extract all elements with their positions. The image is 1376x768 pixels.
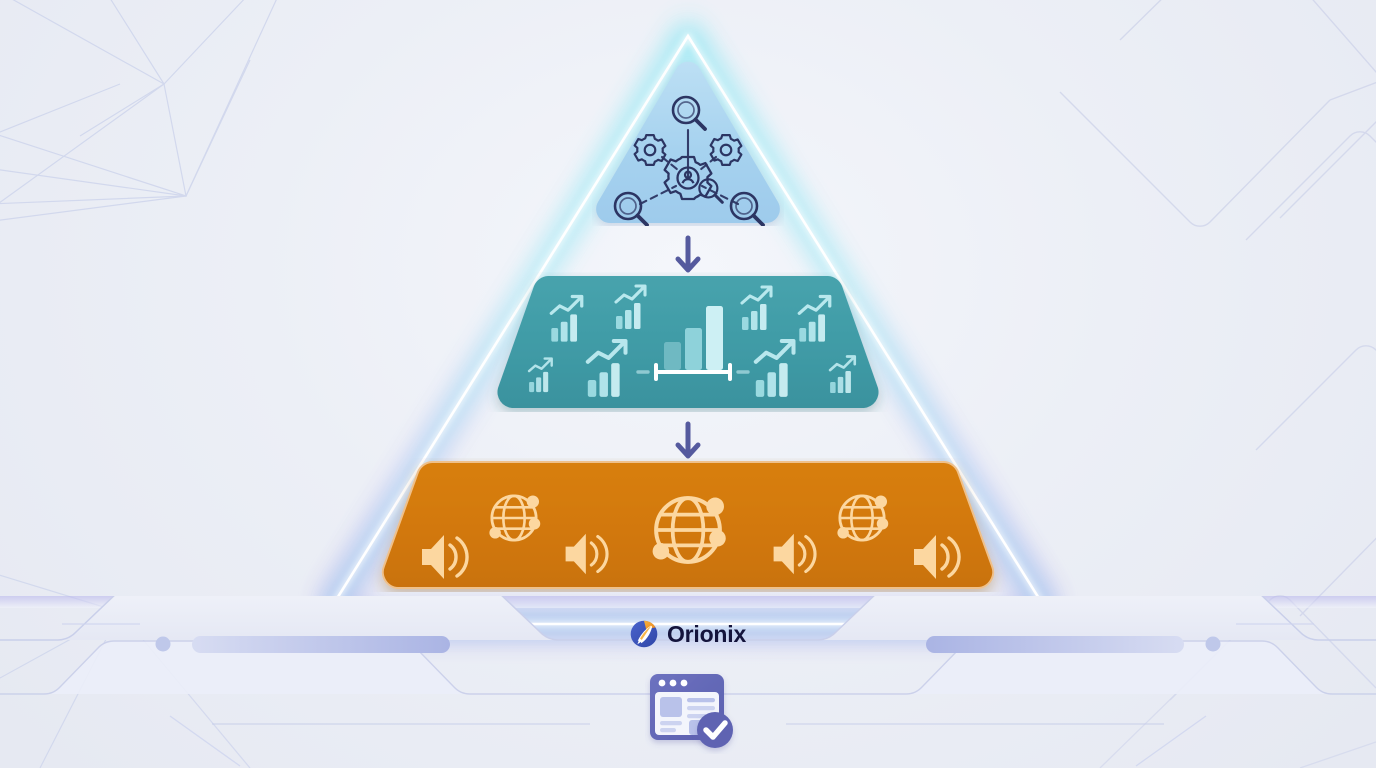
window-dot-icon: [680, 679, 688, 687]
gear-user-icon: [663, 155, 713, 201]
globe-network-icon: [653, 498, 726, 562]
magnifier-icon: [613, 191, 649, 226]
speaker-icon: [564, 532, 609, 576]
magnifier-icon: [671, 95, 707, 131]
status-dot-icon: [1205, 636, 1221, 652]
gear-icon: [709, 134, 743, 166]
growth-chart-icon: [797, 294, 832, 344]
analytics-icon-cluster: [527, 284, 857, 412]
window-dot-icon: [658, 679, 666, 687]
growth-chart-icon: [527, 357, 553, 394]
pyramid-layer-analytics[interactable]: [478, 272, 898, 412]
brand-lockup: Orionix: [0, 620, 1376, 648]
arrow-down-icon-top: [675, 235, 701, 273]
growth-chart-icon: [740, 285, 773, 332]
check-circle-icon: [697, 712, 733, 748]
speaker-icon: [772, 532, 817, 576]
arrow-down-icon-middle: [675, 421, 701, 459]
growth-chart-icon: [756, 341, 794, 397]
pedestal-bar: [926, 636, 1184, 653]
gear-icon: [633, 134, 667, 166]
browser-window-verified-icon[interactable]: [645, 668, 741, 754]
research-icon-cluster: [613, 95, 765, 226]
globe-network-icon: [488, 494, 542, 542]
magnifier-icon: [698, 178, 724, 204]
orionix-rocket-logo-icon: [630, 620, 658, 648]
growth-chart-icon: [549, 294, 584, 344]
distribution-icon-cluster: [420, 494, 961, 581]
speaker-icon: [420, 533, 469, 581]
growth-chart-icon: [614, 284, 647, 331]
bar-chart-measure-icon: [636, 306, 750, 381]
growth-chart-icon: [588, 341, 626, 397]
pyramid-layer-research[interactable]: [592, 60, 784, 226]
globe-network-icon: [836, 494, 890, 542]
brand-name: Orionix: [666, 620, 747, 647]
growth-chart-icon: [828, 355, 857, 395]
speaker-icon: [912, 533, 961, 581]
window-dot-icon: [669, 679, 677, 687]
pedestal-bar: [192, 636, 450, 653]
pedestal-platform: [0, 596, 1376, 767]
pyramid-layer-distribution[interactable]: [366, 458, 1010, 592]
status-dot-icon: [155, 636, 171, 652]
magnifier-icon: [729, 191, 765, 226]
